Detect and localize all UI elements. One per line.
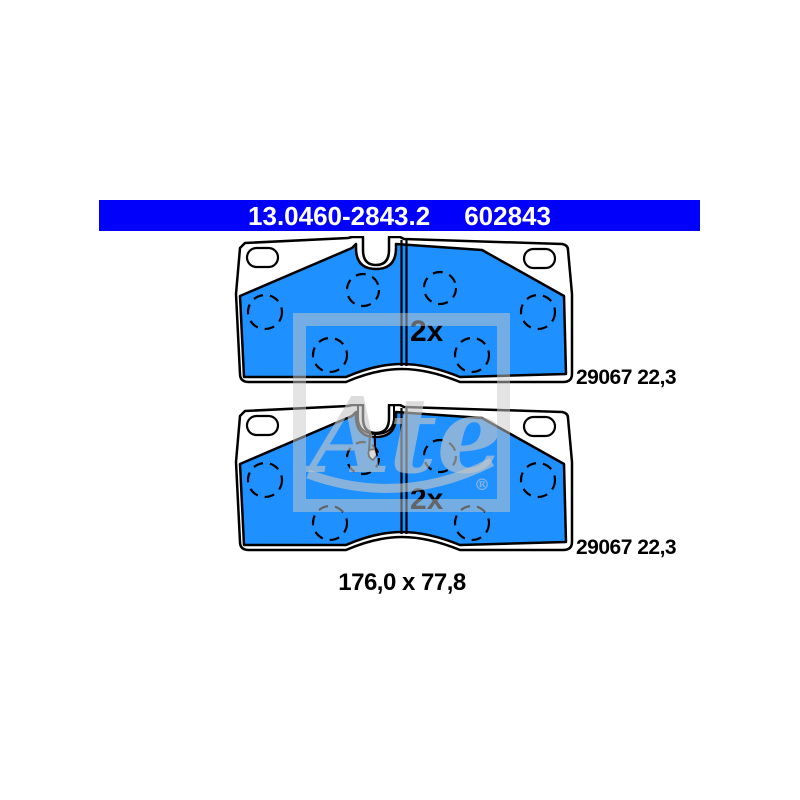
rivet-hole-marker	[422, 270, 458, 306]
mounting-hole-left	[245, 246, 280, 269]
quantity-label: 2x	[410, 315, 444, 348]
wva-number-label-bottom: 29067 22,3	[576, 536, 677, 559]
wva-number-label-top: 29067 22,3	[576, 366, 677, 389]
rivet-hole-marker	[311, 504, 349, 542]
mounting-hole-right	[522, 247, 557, 270]
dimensions-label: 176,0 x 77,8	[338, 569, 466, 596]
rivet-hole-marker	[311, 336, 349, 374]
rivet-hole-marker	[345, 272, 381, 308]
part-number-banner: 13.0460-2843.2 602843	[99, 200, 700, 231]
brake-pad-drawing-bottom: 2x	[234, 404, 574, 552]
ate-part-number: 13.0460-2843.2	[248, 200, 431, 231]
rivet-hole-marker	[453, 504, 491, 542]
mounting-hole-right	[522, 415, 557, 438]
mounting-hole-left	[245, 414, 280, 437]
rivet-hole-marker	[453, 336, 491, 374]
oe-order-number: 602843	[464, 200, 551, 231]
quantity-label: 2x	[410, 483, 444, 516]
brake-pad-drawing-top: 2x	[234, 236, 574, 384]
rivet-hole-marker	[246, 293, 284, 331]
rivet-hole-marker	[519, 293, 557, 331]
rivet-hole-marker	[246, 461, 284, 499]
rivet-hole-marker	[519, 461, 557, 499]
